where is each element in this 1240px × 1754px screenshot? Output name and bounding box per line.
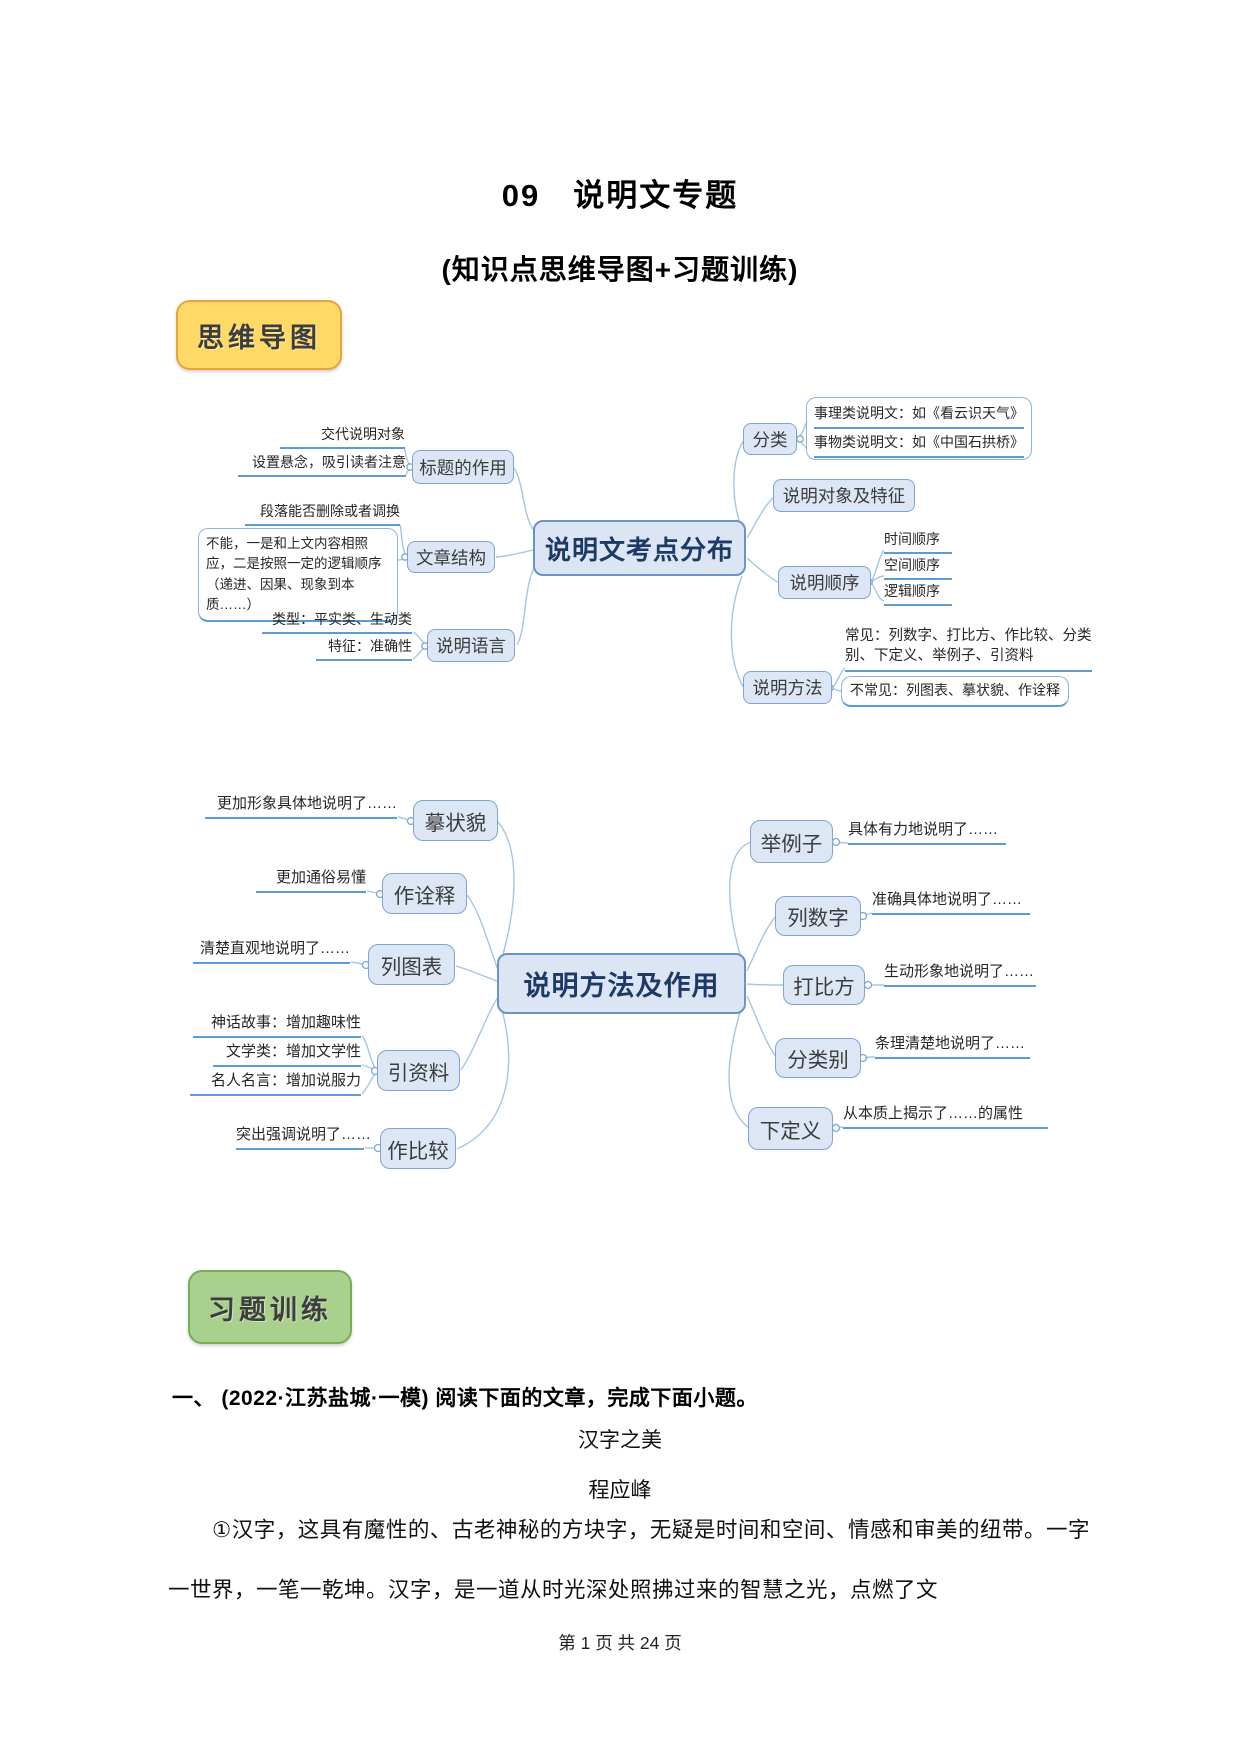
m1-note-language-2: 特征：准确性	[316, 638, 412, 661]
article-paragraph: ①汉字，这具有魔性的、古老神秘的方块字，无疑是时间和空间、情感和审美的纽带。一字…	[168, 1518, 1090, 1602]
m2-note-zuobijiao: 突出强调说明了……	[236, 1126, 371, 1150]
m2-node-fenleibie: 分类别	[775, 1038, 861, 1078]
m2-note-xiadingyi: 从本质上揭示了……的属性	[843, 1105, 1048, 1129]
m1-node-title-role: 标题的作用	[412, 450, 514, 484]
mindmap-section-badge: 思维导图	[176, 300, 342, 370]
exercise-heading: 一、 (2022·江苏盐城·一模) 阅读下面的文章，完成下面小题。	[172, 1387, 758, 1410]
m2-center-node: 说明方法及作用	[497, 953, 746, 1014]
m1-note-category-2: 事物类说明文：如《中国石拱桥》	[814, 429, 1024, 458]
m2-node-yinziliao: 引资料	[377, 1050, 460, 1091]
m1-node-object-features: 说明对象及特征	[773, 479, 915, 512]
article-author: 程应峰	[588, 1479, 652, 1502]
m1-note-category-1: 事理类说明文：如《看云识天气》	[814, 400, 1024, 429]
m1-note-title-2: 设置悬念，吸引读者注意	[238, 454, 406, 477]
page-footer: 第 1 页 共 24 页	[558, 1633, 682, 1653]
article-title: 汉字之美	[578, 1429, 662, 1452]
m1-note-category-group: 事理类说明文：如《看云识天气》 事物类说明文：如《中国石拱桥》	[806, 397, 1032, 460]
m1-note-title-1: 交代说明对象	[280, 426, 405, 449]
m2-node-zuoquanshi: 作诠释	[382, 873, 467, 914]
m1-node-methods: 说明方法	[743, 671, 832, 704]
m2-node-lietubiao: 列图表	[368, 944, 455, 985]
page-subtitle: (知识点思维导图+习题训练)	[441, 254, 799, 285]
m2-node-julizi: 举例子	[750, 820, 833, 863]
m2-note-mozhuangmao: 更加形象具体地说明了……	[205, 795, 397, 819]
m2-note-yinziliao-3: 名人名言：增加说服力	[190, 1072, 361, 1096]
m2-note-lieshuzi: 准确具体地说明了……	[872, 891, 1030, 915]
m2-note-fenleibie: 条理清楚地说明了……	[875, 1035, 1030, 1059]
m1-note-order-logic: 逻辑顺序	[884, 583, 952, 606]
m2-note-lietubiao: 清楚直观地说明了……	[193, 940, 350, 964]
mindmap2-branches	[455, 821, 784, 1150]
m1-node-article-structure: 文章结构	[407, 541, 495, 573]
m2-note-yinziliao-1: 神话故事：增加趣味性	[193, 1014, 361, 1038]
exercise-section-badge: 习题训练	[188, 1270, 352, 1344]
m1-node-order: 说明顺序	[778, 566, 871, 599]
m2-node-mozhuangmao: 摹状貌	[413, 800, 498, 841]
m2-note-yinziliao-2: 文学类：增加文学性	[213, 1043, 361, 1067]
m2-note-zuoquanshi: 更加通俗易懂	[256, 869, 366, 893]
m1-note-order-space: 空间顺序	[884, 557, 952, 580]
m1-node-category: 分类	[743, 423, 797, 455]
m2-node-dabifang: 打比方	[783, 965, 865, 1005]
m1-note-order-time: 时间顺序	[884, 531, 952, 554]
m1-note-structure-1: 段落能否删除或者调换	[245, 503, 400, 526]
m1-node-language: 说明语言	[427, 629, 515, 662]
m1-note-language-1: 类型：平实类、生动类	[262, 611, 412, 634]
m2-note-dabifang: 生动形象地说明了……	[884, 963, 1036, 987]
m2-node-lieshuzi: 列数字	[775, 896, 861, 936]
m1-note-methods-uncommon: 不常见：列图表、摹状貌、作诠释	[841, 676, 1069, 707]
m1-center-node: 说明文考点分布	[533, 520, 746, 576]
m1-note-structure-2: 不能，一是和上文内容相照应，二是按照一定的逻辑顺序（递进、因果、现象到本质……）	[198, 528, 398, 622]
m1-note-methods-common: 常见：列数字、打比方、作比较、分类别、下定义、举例子、引资料	[845, 626, 1092, 672]
m2-node-zuobijiao: 作比较	[380, 1128, 456, 1169]
m2-note-julizi: 具体有力地说明了……	[848, 821, 1006, 845]
page-title: 09 说明文专题	[501, 178, 739, 213]
m2-node-xiadingyi: 下定义	[748, 1107, 833, 1150]
junction-dots	[361, 435, 873, 1153]
